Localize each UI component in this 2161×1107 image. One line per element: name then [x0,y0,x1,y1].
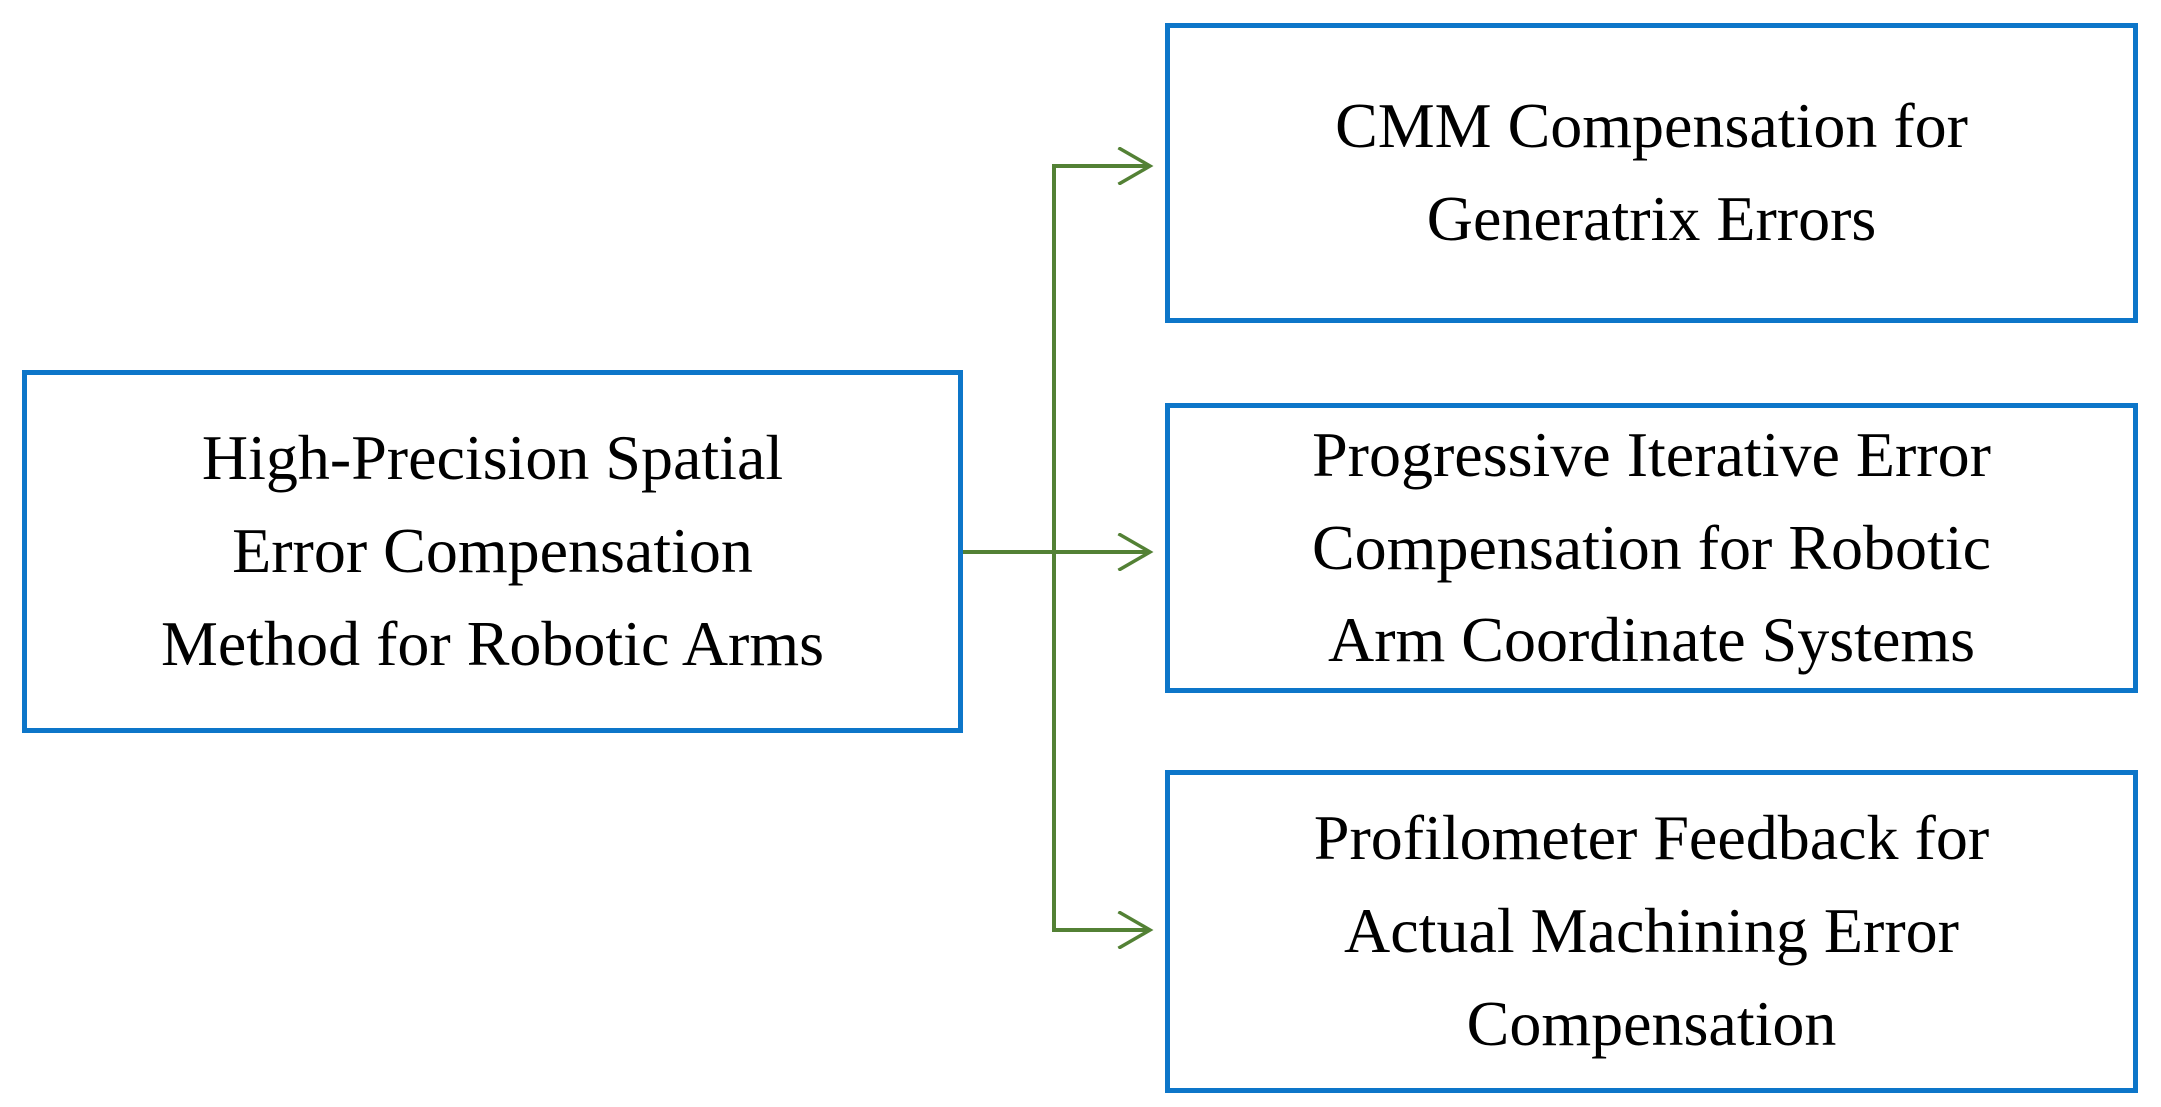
root-box: High-Precision Spatial Error Compensatio… [22,370,963,733]
branch-box-progressive-iterative: Progressive Iterative Error Compensation… [1165,403,2138,693]
branch-box-label: CMM Compensation for Generatrix Errors [1335,90,1968,254]
arrow-root-to-bottom-box [1052,552,1150,930]
branch-box-cmm-compensation: CMM Compensation for Generatrix Errors [1165,23,2138,323]
root-box-label: High-Precision Spatial Error Compensatio… [160,422,825,679]
branch-box-label: Profilometer Feedback for Actual Machini… [1313,802,1990,1059]
arrow-root-to-top-box [1052,166,1150,552]
branch-box-profilometer-feedback: Profilometer Feedback for Actual Machini… [1165,770,2138,1093]
branch-box-label: Progressive Iterative Error Compensation… [1311,418,1992,676]
